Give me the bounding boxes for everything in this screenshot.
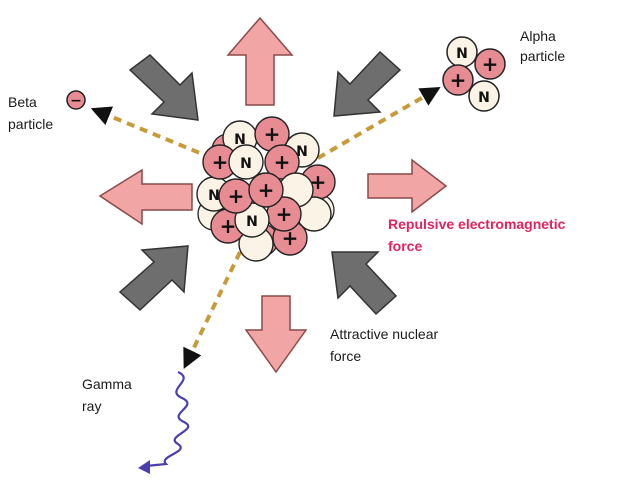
nucleus: N + N + + + N + N + + N + + bbox=[196, 116, 336, 262]
gamma-wave bbox=[145, 370, 190, 468]
alpha-emission-path bbox=[316, 86, 441, 160]
gamma-wave-arrowhead bbox=[138, 460, 150, 474]
attractive-arrow-top-right bbox=[333, 50, 402, 117]
repulsive-force-label-line1: Repulsive electromagnetic bbox=[388, 216, 566, 232]
alpha-label-line1: Alpha bbox=[520, 28, 556, 44]
attractive-arrow-bottom-left bbox=[118, 245, 189, 312]
svg-text:N: N bbox=[240, 156, 252, 172]
svg-text:N: N bbox=[246, 214, 258, 230]
svg-text:N: N bbox=[296, 144, 308, 160]
beta-particle: − bbox=[66, 90, 86, 110]
attractive-force-label-line2: force bbox=[330, 348, 362, 364]
alpha-label-line2: particle bbox=[520, 48, 566, 64]
attractive-arrow-bottom-right bbox=[331, 251, 398, 316]
svg-text:+: + bbox=[228, 184, 245, 208]
svg-text:N: N bbox=[208, 188, 220, 204]
svg-text:+: + bbox=[482, 52, 499, 76]
attractive-force-label-line1: Attractive nuclear bbox=[330, 326, 439, 342]
svg-text:N: N bbox=[234, 132, 246, 148]
repulsive-arrow-up bbox=[226, 16, 294, 106]
svg-text:+: + bbox=[220, 214, 237, 238]
repulsive-arrow-down bbox=[244, 295, 308, 374]
svg-text:+: + bbox=[258, 178, 275, 202]
beta-label-line1: Beta bbox=[8, 94, 37, 110]
beta-emission-path bbox=[90, 106, 213, 160]
svg-text:+: + bbox=[276, 202, 293, 226]
repulsive-arrow-right bbox=[367, 158, 448, 214]
svg-text:+: + bbox=[450, 68, 467, 92]
svg-text:+: + bbox=[274, 150, 291, 174]
beta-label-line2: particle bbox=[8, 116, 54, 132]
svg-text:N: N bbox=[456, 46, 468, 62]
svg-text:+: + bbox=[212, 150, 229, 174]
svg-text:N: N bbox=[478, 90, 490, 106]
electron-symbol: − bbox=[70, 93, 82, 109]
svg-text:+: + bbox=[310, 170, 327, 194]
svg-text:+: + bbox=[282, 226, 299, 250]
gamma-emission-path bbox=[183, 251, 242, 370]
gamma-label-line2: ray bbox=[82, 398, 102, 414]
gamma-label-line1: Gamma bbox=[82, 376, 132, 392]
repulsive-force-label-line2: force bbox=[388, 238, 423, 254]
attractive-arrow-top-left bbox=[128, 54, 199, 121]
alpha-particle: N + + N bbox=[442, 36, 506, 112]
repulsive-arrow-left bbox=[98, 168, 193, 226]
svg-text:+: + bbox=[264, 122, 281, 146]
